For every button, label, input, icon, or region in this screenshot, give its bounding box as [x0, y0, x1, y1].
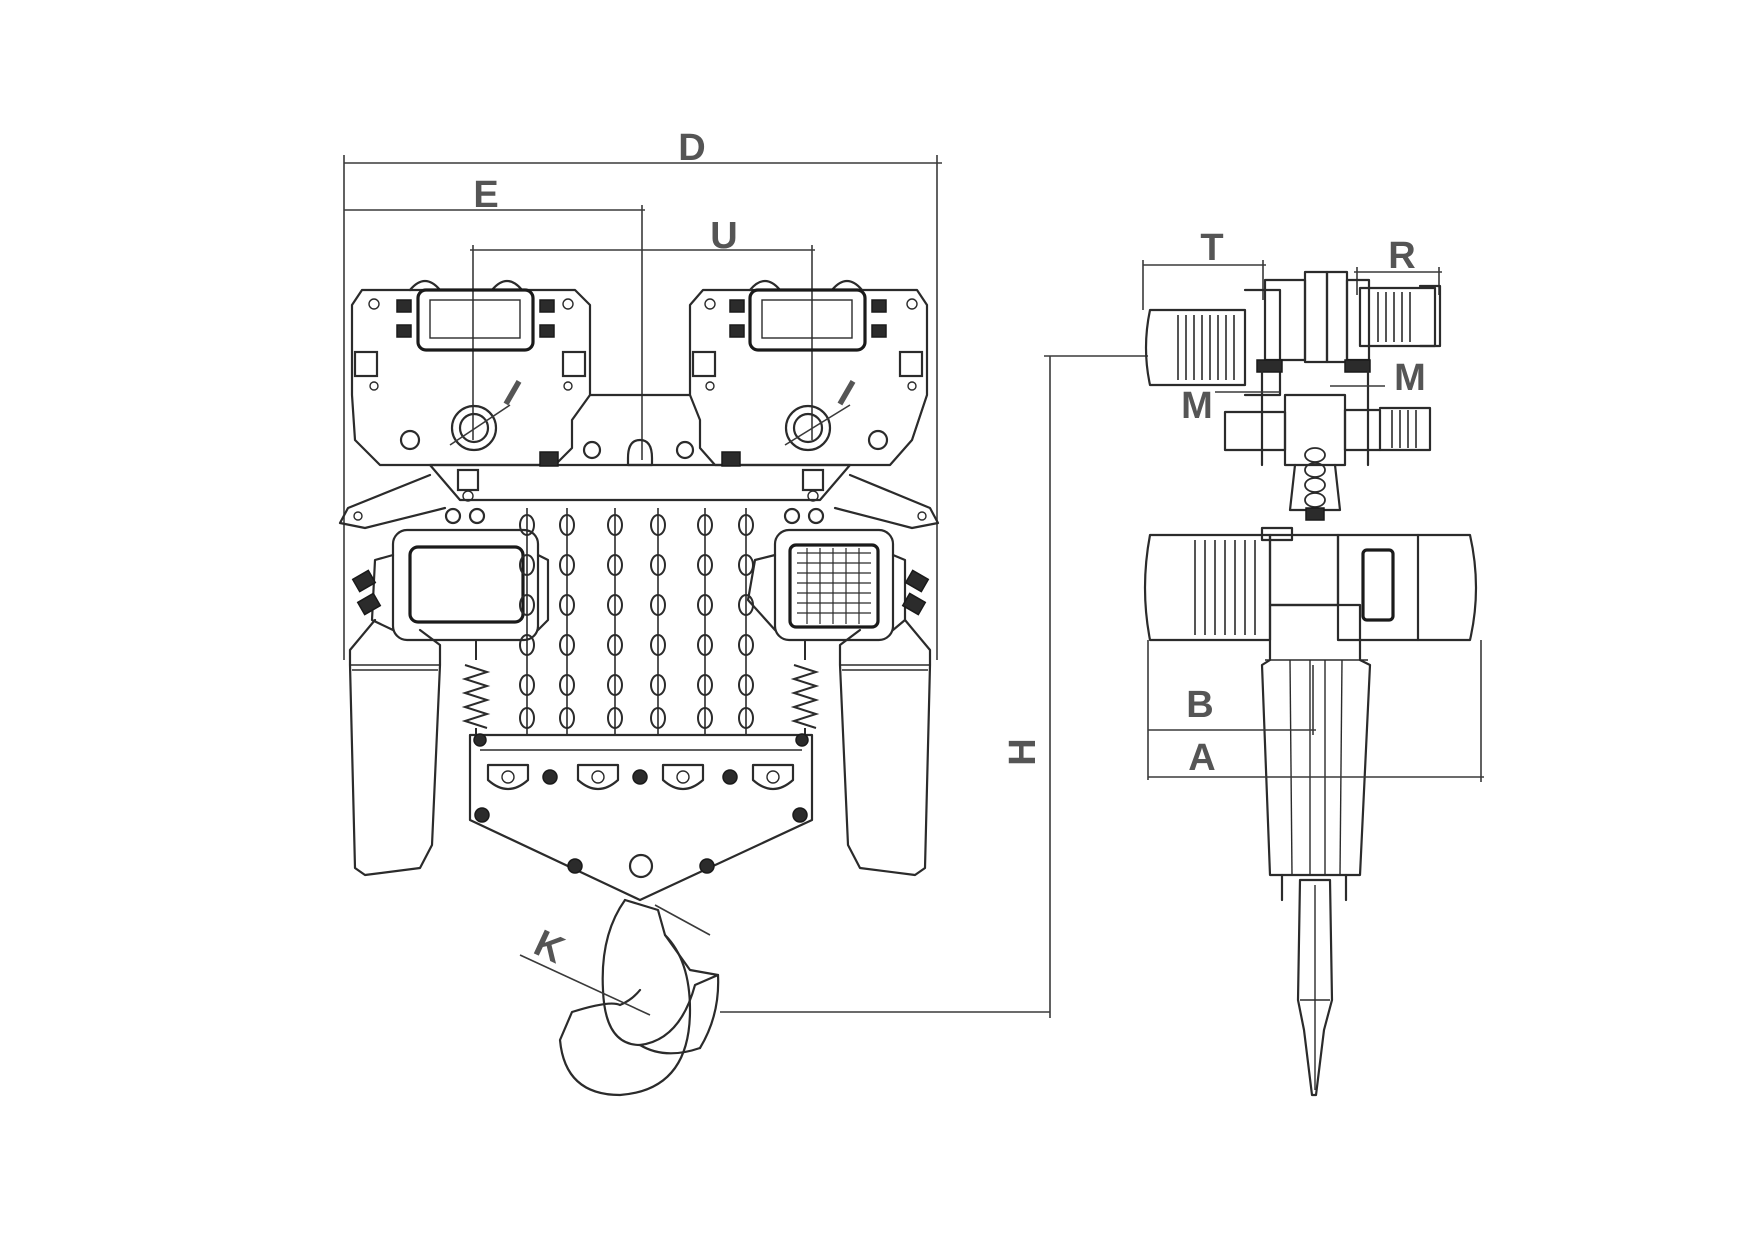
dim-label-m-lower: M: [1181, 385, 1213, 427]
dimension-t: T: [1142, 227, 1266, 310]
dimension-b: B: [1147, 640, 1316, 780]
trolley-frame: [1223, 370, 1432, 521]
dim-label-a: A: [1188, 737, 1215, 779]
dimension-a: A: [1148, 640, 1484, 782]
dimension-d: D: [343, 127, 942, 660]
dim-label-i-left: I: [497, 373, 527, 415]
dim-label-e: E: [473, 174, 498, 216]
dim-label-m-upper: M: [1394, 357, 1426, 399]
right-spring: [790, 640, 820, 740]
dim-label-b: B: [1186, 684, 1213, 726]
left-spring: [461, 640, 491, 740]
side-hook: [1296, 878, 1334, 1097]
right-trolley: [688, 279, 929, 467]
front-view: D E U: [338, 127, 1050, 1097]
bottom-block: [468, 733, 814, 902]
dim-label-h: H: [1002, 738, 1044, 765]
hook: [519, 898, 1050, 1097]
right-motor: [746, 528, 930, 642]
dimension-m-lower: M: [1181, 385, 1280, 427]
dimension-r: R: [1354, 235, 1442, 295]
dim-label-u: U: [710, 215, 737, 257]
chains: [519, 508, 754, 735]
dim-label-r: R: [1388, 235, 1415, 277]
dimension-h: H: [1002, 355, 1148, 1018]
dimension-e: E: [344, 174, 645, 460]
dim-label-k: K: [528, 922, 571, 972]
dim-label-t: T: [1200, 227, 1223, 269]
side-view: T R: [1142, 227, 1484, 1097]
right-chain-bag: [838, 618, 932, 877]
hoist-frame: [338, 393, 940, 530]
dimension-u: U: [470, 215, 815, 440]
left-chain-bag: [348, 618, 442, 877]
dimension-m-upper: M: [1330, 357, 1426, 399]
left-motor: [351, 528, 550, 642]
left-trolley: [350, 279, 592, 467]
chain-container: [1260, 603, 1372, 902]
trolley-motor: [1144, 270, 1442, 397]
main-motor: [1143, 526, 1478, 642]
dim-label-d: D: [678, 127, 705, 169]
